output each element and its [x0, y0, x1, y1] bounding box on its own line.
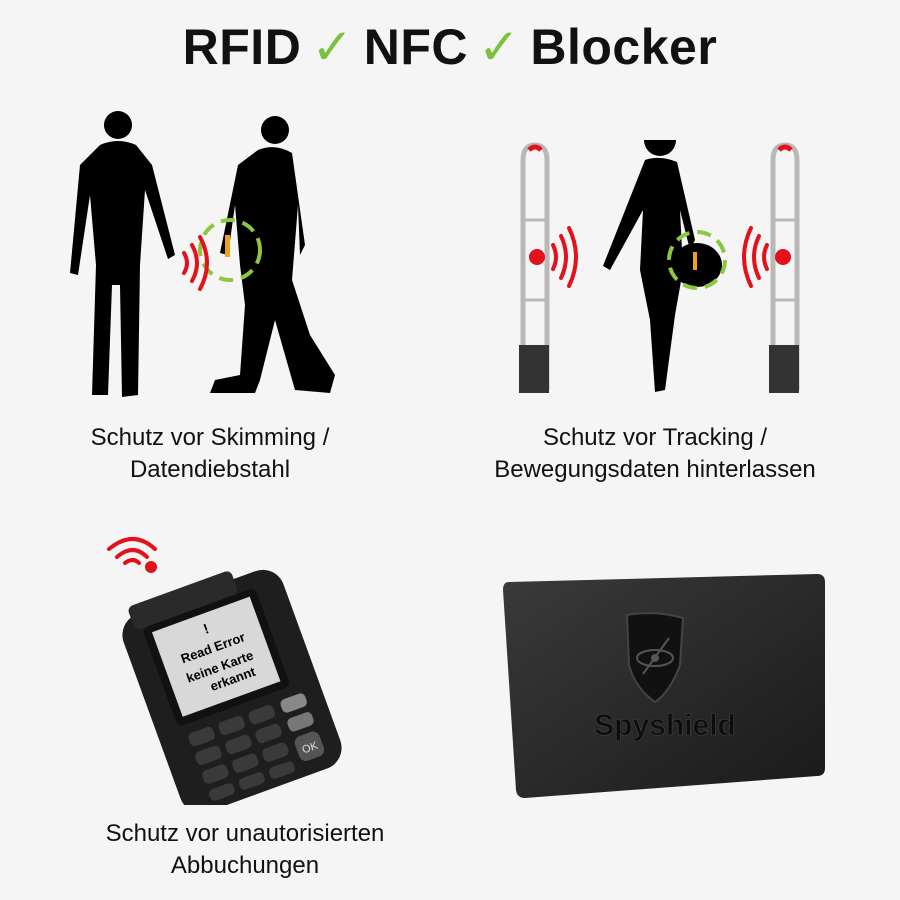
terminal-screen [151, 596, 281, 717]
shield-logo-icon [625, 612, 685, 704]
screen-text: ! [201, 620, 211, 637]
caption-line: Schutz vor unautorisierten [105, 820, 385, 847]
title-rfid: RFID [182, 19, 302, 75]
skimming-illustration [70, 111, 335, 397]
security-gate-right [769, 142, 800, 393]
caption-line: Schutz vor Tracking / [542, 424, 768, 451]
caption-skimming: Schutz vor Skimming / Datendiebstahl [40, 422, 380, 486]
dashed-ring [667, 230, 727, 290]
page-title: RFID✓NFC✓Blocker [0, 18, 900, 76]
title-blocker: Blocker [530, 19, 718, 75]
caption-line: Abbuchungen [170, 852, 320, 879]
card-in-pocket [225, 235, 230, 257]
caption-line: Datendiebstahl [129, 456, 291, 483]
caption-line: Schutz vor Skimming / [90, 424, 330, 451]
victim-silhouette [210, 116, 335, 393]
signal-icon [107, 537, 157, 565]
caption-line: Bewegungsdaten hinterlassen [494, 456, 816, 483]
check-icon: ✓ [477, 19, 521, 75]
spyshield-card: Spyshield [503, 574, 825, 798]
card-brand: Spyshield [594, 709, 736, 742]
caption-tracking: Schutz vor Tracking / Bewegungsdaten hin… [455, 422, 855, 486]
thief-silhouette [70, 111, 175, 397]
tracking-illustration [519, 140, 800, 393]
signal-icon [551, 226, 769, 288]
check-icon: ✓ [311, 19, 354, 75]
keypad [188, 693, 325, 801]
signal-icon [182, 235, 209, 291]
ok-key: OK [301, 740, 321, 757]
payment-terminal-illustration: ! Read Error keine Karte erkannt OK [107, 537, 342, 805]
woman-silhouette [603, 140, 722, 392]
security-gate-left [519, 142, 550, 393]
dashed-ring [198, 218, 262, 282]
card-in-bag [693, 252, 697, 270]
title-nfc: NFC [363, 19, 468, 75]
caption-payment: Schutz vor unautorisierten Abbuchungen [65, 818, 425, 882]
